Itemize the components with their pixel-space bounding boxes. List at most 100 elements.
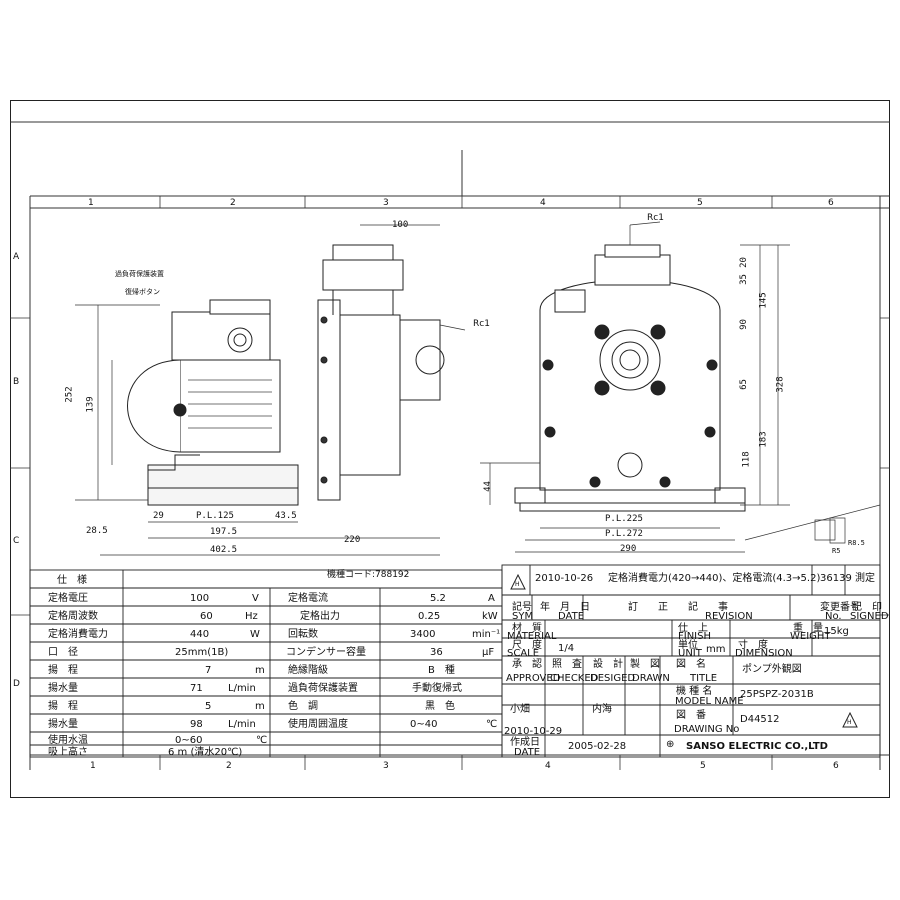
spec-value-10: 6 m (清水20℃) xyxy=(168,747,243,758)
model-code-label: 機種コード:788192 xyxy=(327,570,410,580)
revision-mark-icon: H xyxy=(510,574,526,590)
dim-side-43-5: 43.5 xyxy=(275,511,297,521)
spec-label-7: 揚 程 xyxy=(48,701,78,712)
tb-material-en: MATERIAL xyxy=(507,631,557,642)
spec-unit-3: W xyxy=(250,629,260,640)
row-label-d: D xyxy=(13,679,20,689)
tb-dimension-label: 寸 度 xyxy=(738,640,768,651)
tb-date-en: DATE xyxy=(558,611,585,622)
tb-title-label: 図 名 xyxy=(676,659,706,670)
tb-weight-en: WEIGHT xyxy=(790,631,831,642)
tb-date-label: 年 月 日 xyxy=(540,602,590,613)
tb-title-en: TITLE xyxy=(690,673,718,684)
spec-unit-5: m xyxy=(255,665,265,676)
spec-unit-2: Hz xyxy=(245,611,258,622)
row-label-b: B xyxy=(13,377,20,387)
spec-label-1: 定格電圧 xyxy=(48,593,88,604)
tb-sym-en: SYM xyxy=(512,611,534,622)
spec-label-8: 揚水量 xyxy=(48,719,78,730)
spec-label2-3: 回転数 xyxy=(288,629,318,640)
dim-front-r5: R5 xyxy=(832,547,841,555)
reset-button-label: 復帰ボタン xyxy=(125,288,160,296)
dim-side-197-5: 197.5 xyxy=(210,527,238,537)
spec-value-3: 440 xyxy=(190,629,210,640)
tb-unit-en: UNIT xyxy=(678,648,702,659)
spec-table-grid xyxy=(29,569,503,758)
tb-checked-en: CHECKED xyxy=(550,673,599,684)
spec-label-6: 揚水量 xyxy=(48,683,78,694)
tb-change-no: 変更番号 xyxy=(820,602,860,613)
dim-front-65: 65 xyxy=(738,379,749,390)
spec-value2-5: B 種 xyxy=(428,665,455,676)
tb-change-no-en: No. xyxy=(825,611,842,622)
col-label-4-bottom: 4 xyxy=(545,761,551,771)
spec-value-2: 60 xyxy=(200,611,213,622)
spec-unit2-2: kW xyxy=(482,611,498,622)
col-label-3: 3 xyxy=(383,198,389,208)
tb-signed: 記 印 xyxy=(852,602,882,613)
col-label-6-bottom: 6 xyxy=(833,761,839,771)
spec-value-1: 100 xyxy=(190,593,210,604)
tb-revision-en: REVISION xyxy=(705,611,753,622)
spec-value2-8: 0~40 xyxy=(410,719,438,730)
spec-header: 仕 様 xyxy=(57,575,87,586)
tb-title-value: ポンプ外観図 xyxy=(742,664,802,675)
front-view xyxy=(514,244,746,512)
dim-front-328: 328 xyxy=(775,376,786,393)
spec-label2-7: 色 調 xyxy=(288,701,318,712)
dim-front-90: 90 xyxy=(738,319,749,330)
spec-value-4: 25mm(1B) xyxy=(175,647,229,658)
tb-scale-label: 尺 度 xyxy=(512,640,542,651)
tb-model-value: 25PSPZ-2031B xyxy=(740,689,814,700)
tb-revision-label: 訂 正 記 事 xyxy=(628,602,728,613)
col-label-3-bottom: 3 xyxy=(383,761,389,771)
spec-unit2-8: ℃ xyxy=(486,719,498,730)
spec-unit-8: L/min xyxy=(228,719,256,730)
dim-side-28-5: 28.5 xyxy=(86,526,108,536)
tb-created-value: 2005-02-28 xyxy=(568,741,627,752)
row-label-a: A xyxy=(13,252,20,262)
spec-value-6: 71 xyxy=(190,683,203,694)
tb-revision-sign: 測定 xyxy=(855,573,875,584)
spec-label-2: 定格周波数 xyxy=(48,611,98,622)
dim-front-118: 118 xyxy=(741,451,752,468)
tb-created-label: 作成日 xyxy=(510,737,540,748)
row-label-c: C xyxy=(13,536,20,546)
rc1-side-label: Rc1 xyxy=(473,319,490,329)
col-label-1-bottom: 1 xyxy=(90,761,96,771)
spec-value2-6: 手動復帰式 xyxy=(412,683,462,694)
tb-designer-name: 内海 xyxy=(592,704,612,715)
dim-side-252: 252 xyxy=(64,386,75,403)
side-view xyxy=(127,244,445,506)
spec-value-7: 5 xyxy=(205,701,212,712)
spec-label-4: 口 径 xyxy=(48,647,78,658)
tb-material-label: 材 質 xyxy=(512,623,542,634)
spec-unit-1: V xyxy=(252,593,259,604)
tb-designed-en: DESIGED xyxy=(590,673,636,684)
spec-label2-1: 定格電流 xyxy=(288,593,328,604)
tb-scale-value: 1/4 xyxy=(558,643,575,654)
tb-checked-label: 照 査 xyxy=(552,659,582,670)
tb-drawn-en: DRAWN xyxy=(632,673,670,684)
tb-dimension-en: DIMENSION xyxy=(735,648,793,659)
dim-side-139: 139 xyxy=(85,396,96,413)
revision-mark-letter: H xyxy=(515,581,520,588)
title-block-grid xyxy=(501,564,881,758)
tb-unit-value: mm xyxy=(706,644,726,655)
tb-revision-date: 2010-10-26 xyxy=(535,573,594,584)
tb-drawing-en: DRAWING No xyxy=(674,724,740,735)
dim-side-100: 100 xyxy=(392,220,409,230)
tb-finish-en: FINISH xyxy=(678,631,711,642)
overload-device-label: 過負荷保護装置 xyxy=(115,270,164,278)
dim-front-183: 183 xyxy=(758,431,769,448)
spec-value-5: 7 xyxy=(205,665,212,676)
spec-label2-5: 絶縁階級 xyxy=(288,665,328,676)
tb-signed-en: SIGNED xyxy=(850,611,889,622)
spec-label2-2: 定格出力 xyxy=(300,611,340,622)
dim-side-pl125: P.L.125 xyxy=(196,511,234,521)
dim-front-20: 20 xyxy=(738,257,749,268)
rc1-top-label: Rc1 xyxy=(647,213,664,223)
tb-model-en: MODEL NAME xyxy=(675,696,744,707)
